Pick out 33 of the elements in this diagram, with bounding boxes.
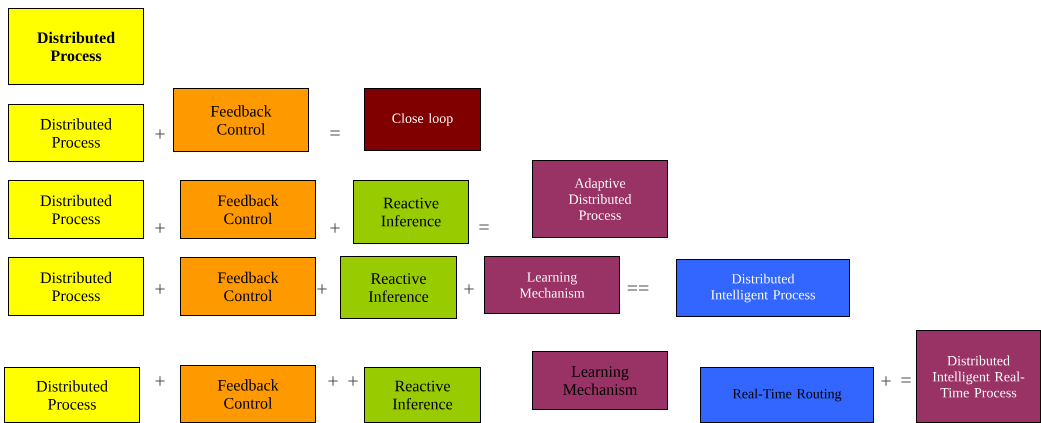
operator-sign: +	[881, 376, 891, 386]
operator-sign: +	[317, 284, 327, 294]
operator-sign: +	[155, 129, 165, 139]
operator-sign: +	[155, 376, 165, 386]
process-box: Feedback Control	[173, 88, 309, 152]
process-box: Distributed Process	[8, 180, 144, 239]
process-box: Feedback Control	[180, 257, 316, 316]
operator-sign: +	[348, 376, 358, 386]
process-box: Reactive Inference	[340, 256, 457, 319]
operator-sign: ==	[627, 285, 649, 291]
process-box: Reactive Inference	[364, 367, 481, 423]
process-box: Distributed Process	[8, 8, 144, 85]
process-box: Distributed Intelligent Process	[676, 259, 850, 317]
operator-sign: =	[901, 377, 911, 383]
process-box: Learning Mechanism	[532, 351, 668, 410]
process-box: Distributed Intelligent Real-Time Process	[916, 330, 1041, 423]
process-box: Reactive Inference	[353, 180, 469, 244]
operator-sign: +	[328, 376, 338, 386]
process-box: Distributed Process	[8, 104, 144, 162]
process-box: Feedback Control	[180, 180, 316, 239]
operator-sign: =	[330, 130, 340, 136]
process-box: Real-Time Routing	[700, 367, 874, 423]
process-box: Distributed Process	[4, 367, 140, 423]
process-box: Feedback Control	[180, 365, 316, 423]
operator-sign: +	[464, 284, 474, 294]
operator-sign: +	[330, 223, 340, 233]
process-box: Learning Mechanism	[484, 256, 620, 314]
process-box: Close loop	[364, 88, 481, 151]
operator-sign: +	[155, 223, 165, 233]
process-box: Adaptive Distributed Process	[532, 160, 668, 238]
operator-sign: =	[479, 224, 489, 230]
process-box: Distributed Process	[8, 257, 144, 316]
operator-sign: +	[155, 284, 165, 294]
